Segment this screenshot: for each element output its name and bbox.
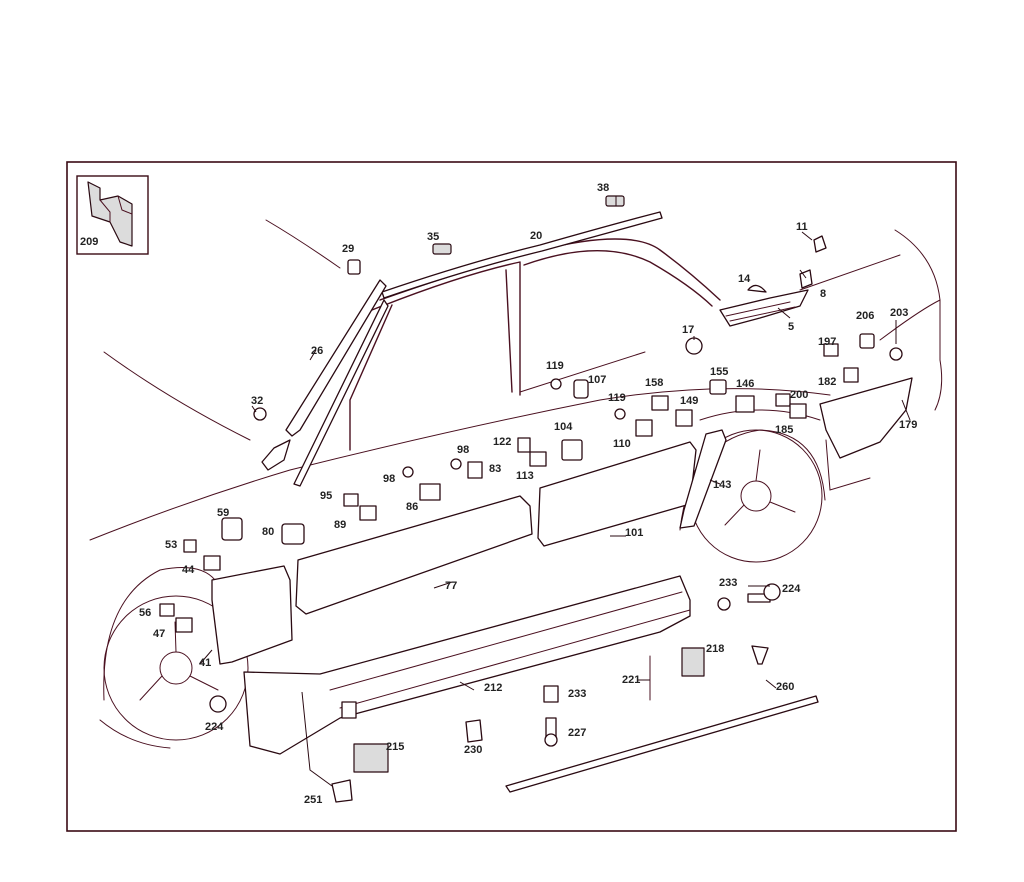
label-218[interactable]: 218 [706, 643, 724, 655]
label-209[interactable]: 209 [80, 236, 98, 248]
part-labels: 209 38 11 29 35 20 14 8 5 26 17 206 203 … [80, 182, 917, 806]
part-26-pillar-molding[interactable] [261, 279, 389, 487]
label-86[interactable]: 86 [406, 501, 418, 513]
label-143[interactable]: 143 [713, 479, 731, 491]
leader-lines [199, 196, 911, 787]
label-95[interactable]: 95 [320, 490, 332, 502]
label-206[interactable]: 206 [856, 310, 874, 322]
label-41[interactable]: 41 [199, 657, 211, 669]
label-221[interactable]: 221 [622, 674, 640, 686]
label-53[interactable]: 53 [165, 539, 177, 551]
label-59[interactable]: 59 [217, 507, 229, 519]
label-230[interactable]: 230 [464, 744, 482, 756]
label-212[interactable]: 212 [484, 682, 502, 694]
part-41-fender-molding[interactable] [211, 565, 293, 665]
label-122[interactable]: 122 [493, 436, 511, 448]
part-143-quarter-molding[interactable] [679, 429, 727, 529]
label-260[interactable]: 260 [776, 681, 794, 693]
label-155[interactable]: 155 [710, 366, 728, 378]
label-14[interactable]: 14 [738, 273, 751, 285]
label-146[interactable]: 146 [736, 378, 754, 390]
label-47[interactable]: 47 [153, 628, 165, 640]
label-227[interactable]: 227 [568, 727, 586, 739]
part-20-roof-molding[interactable] [381, 211, 663, 299]
label-119b[interactable]: 119 [608, 392, 626, 404]
label-8[interactable]: 8 [820, 288, 826, 300]
label-233a[interactable]: 233 [719, 577, 737, 589]
label-107[interactable]: 107 [588, 374, 606, 386]
label-80[interactable]: 80 [262, 526, 274, 538]
diagram-border [66, 161, 957, 832]
label-110[interactable]: 110 [613, 438, 631, 450]
label-113[interactable]: 113 [516, 470, 534, 482]
label-101[interactable]: 101 [625, 527, 643, 539]
label-149[interactable]: 149 [680, 395, 698, 407]
label-11[interactable]: 11 [796, 221, 808, 233]
label-203[interactable]: 203 [890, 307, 908, 319]
label-5[interactable]: 5 [788, 321, 794, 333]
label-224a[interactable]: 224 [782, 583, 801, 595]
inset-209[interactable] [76, 175, 149, 255]
label-98b[interactable]: 98 [383, 473, 395, 485]
label-83[interactable]: 83 [489, 463, 501, 475]
part-260-weatherstrip[interactable] [505, 695, 819, 793]
label-233b[interactable]: 233 [568, 688, 586, 700]
label-35[interactable]: 35 [427, 231, 439, 243]
label-98a[interactable]: 98 [457, 444, 469, 456]
label-179[interactable]: 179 [899, 419, 917, 431]
label-104[interactable]: 104 [554, 421, 573, 433]
label-29[interactable]: 29 [342, 243, 354, 255]
label-56[interactable]: 56 [139, 607, 151, 619]
label-77[interactable]: 77 [445, 580, 457, 592]
label-32[interactable]: 32 [251, 395, 263, 407]
clip-parts[interactable] [159, 195, 903, 803]
part-179-rear-molding[interactable] [819, 377, 913, 459]
label-185[interactable]: 185 [775, 424, 793, 436]
label-89[interactable]: 89 [334, 519, 346, 531]
label-224b[interactable]: 224 [205, 721, 224, 733]
label-38[interactable]: 38 [597, 182, 609, 194]
part-77-front-door-molding[interactable] [295, 495, 533, 615]
label-197[interactable]: 197 [818, 336, 836, 348]
label-20[interactable]: 20 [530, 230, 542, 242]
label-158[interactable]: 158 [645, 377, 663, 389]
label-44[interactable]: 44 [182, 564, 195, 576]
label-119a[interactable]: 119 [546, 360, 564, 372]
label-200[interactable]: 200 [790, 389, 808, 401]
label-182[interactable]: 182 [818, 376, 836, 388]
label-26[interactable]: 26 [311, 345, 323, 357]
label-215[interactable]: 215 [386, 741, 404, 753]
label-251[interactable]: 251 [304, 794, 322, 806]
part-5-window-trim[interactable] [719, 289, 809, 327]
label-17[interactable]: 17 [682, 324, 694, 336]
